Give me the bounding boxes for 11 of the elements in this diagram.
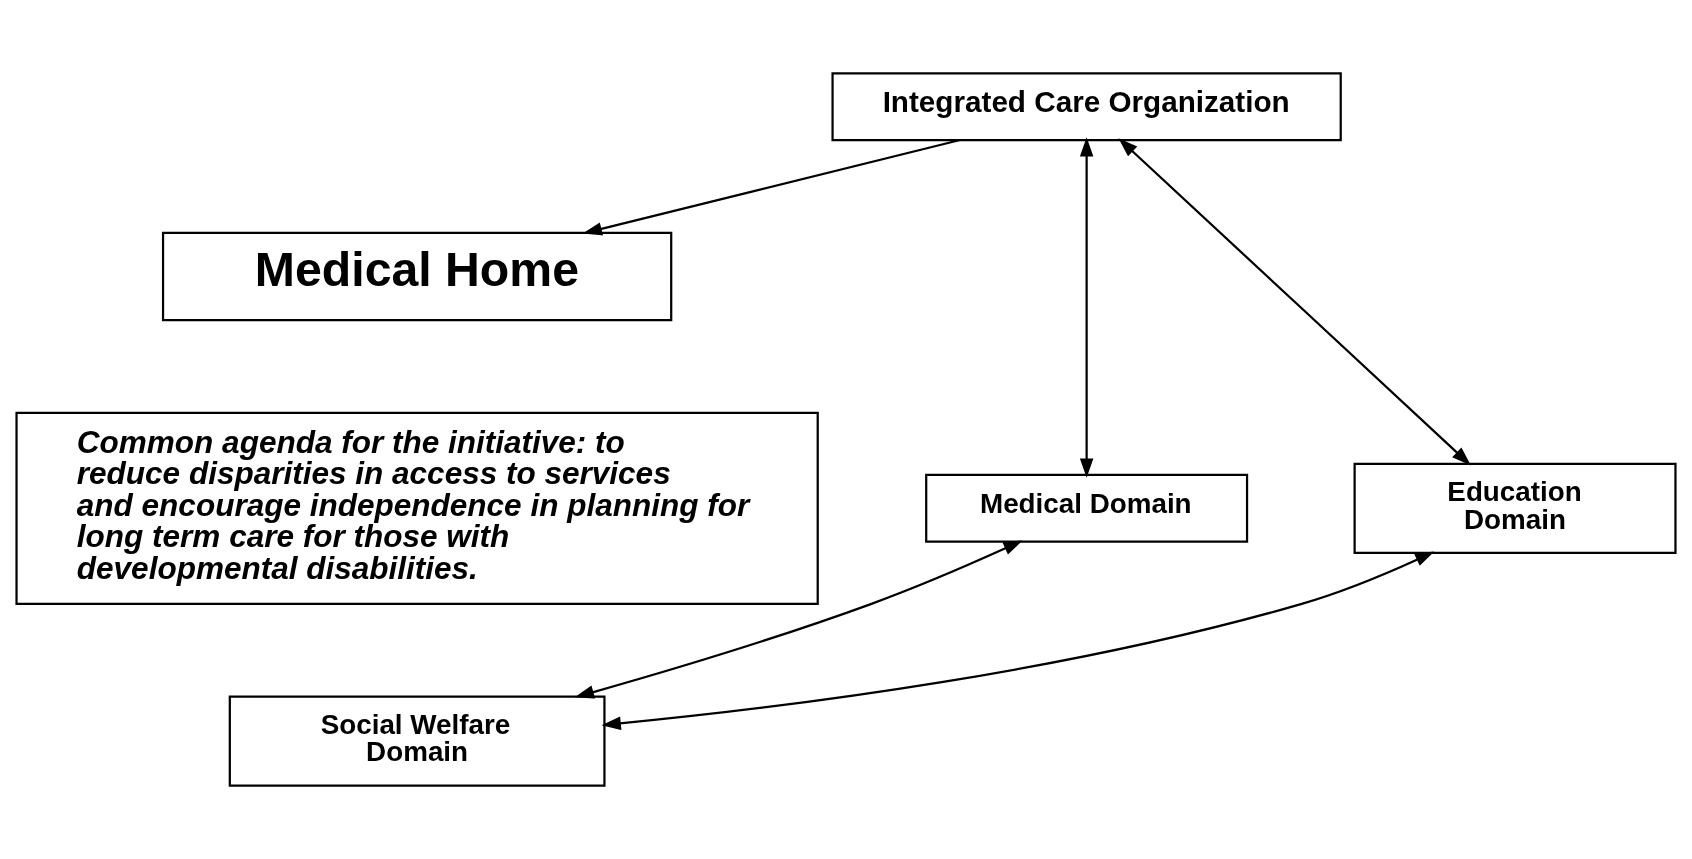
node-box: Social Welfare Domain [228,695,606,787]
arrow [601,551,1435,731]
node-box: Integrated Care Organization [831,72,1342,142]
arrow [582,139,960,236]
node-box: Education Domain [1353,462,1677,554]
node-box: Medical Domain [925,473,1249,543]
arrow [1079,137,1094,478]
arrow [1118,138,1471,466]
arrow [574,540,1023,699]
node-box: Common agenda for the initiative: to reduce disparities in access to services and encourage independence in planning for long term care for those with developmental disabilities. [15,411,819,605]
node-box: Medical Home [161,231,673,322]
